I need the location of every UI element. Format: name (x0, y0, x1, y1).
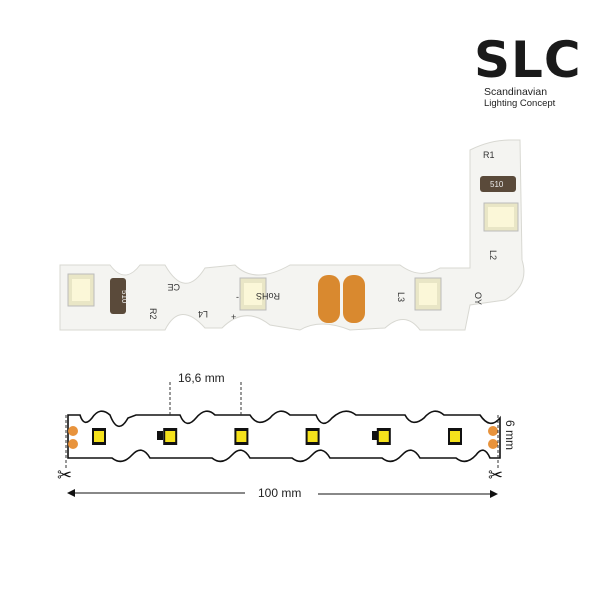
scissors-icon: ✂ (488, 465, 503, 485)
marking-resistor-value: 510 (120, 290, 129, 304)
slc-logo: SLC Scandinavian Lighting Concept (474, 31, 584, 110)
logo-line2: Lighting Concept (484, 98, 556, 109)
led-emitter (419, 283, 437, 305)
led-emitter-icon (165, 431, 176, 442)
arrowhead-right (490, 490, 498, 498)
length-label: 100 mm (258, 486, 301, 500)
led-emitter-icon (94, 431, 104, 442)
logo-line1: Scandinavian (484, 86, 548, 98)
solder-pad-icon (68, 426, 78, 436)
led-emitter-icon (236, 431, 247, 442)
solder-pad (318, 275, 340, 323)
width-label: 6 mm (503, 420, 517, 450)
solder-pad-icon (68, 439, 78, 449)
strip-outline (67, 410, 501, 463)
marking-oy: OY (473, 292, 483, 305)
arrowhead-left (67, 489, 75, 497)
marking-r1: R1 (483, 150, 495, 160)
strip-body (59, 139, 525, 331)
led-emitter (244, 283, 262, 305)
led-emitter (72, 279, 90, 301)
resistor-icon (157, 431, 163, 440)
pitch-label: 16,6 mm (178, 371, 225, 385)
marking-r2: R2 (148, 308, 158, 320)
marking-resistor-value: 510 (490, 180, 504, 189)
dimension-diagram: 16,6 mm ✂ ✂ 100 mm 6 mm (57, 371, 517, 500)
logo-mark: SLC (474, 31, 582, 89)
led-strip-photo: R1 510 L2 510 R2 CE RoHS L4 L3 OY + - (59, 139, 525, 331)
led-emitter-icon (307, 431, 318, 442)
led-emitter-icon (378, 431, 389, 442)
led-emitter (488, 207, 514, 227)
marking-l3: L3 (396, 292, 406, 302)
marking-ce: CE (167, 282, 180, 292)
marking-l4: L4 (198, 309, 208, 319)
marking-minus: - (236, 292, 239, 302)
solder-pad (343, 275, 365, 323)
solder-pad-icon (488, 426, 498, 436)
resistor (480, 176, 516, 192)
resistor-icon (372, 431, 378, 440)
led-emitter-icon (450, 431, 460, 442)
solder-pad-icon (488, 439, 498, 449)
marking-plus: + (231, 312, 236, 322)
resistor (110, 278, 126, 314)
marking-rohs: RoHS (256, 291, 280, 301)
marking-l2: L2 (488, 250, 498, 260)
scissors-icon: ✂ (57, 465, 72, 485)
